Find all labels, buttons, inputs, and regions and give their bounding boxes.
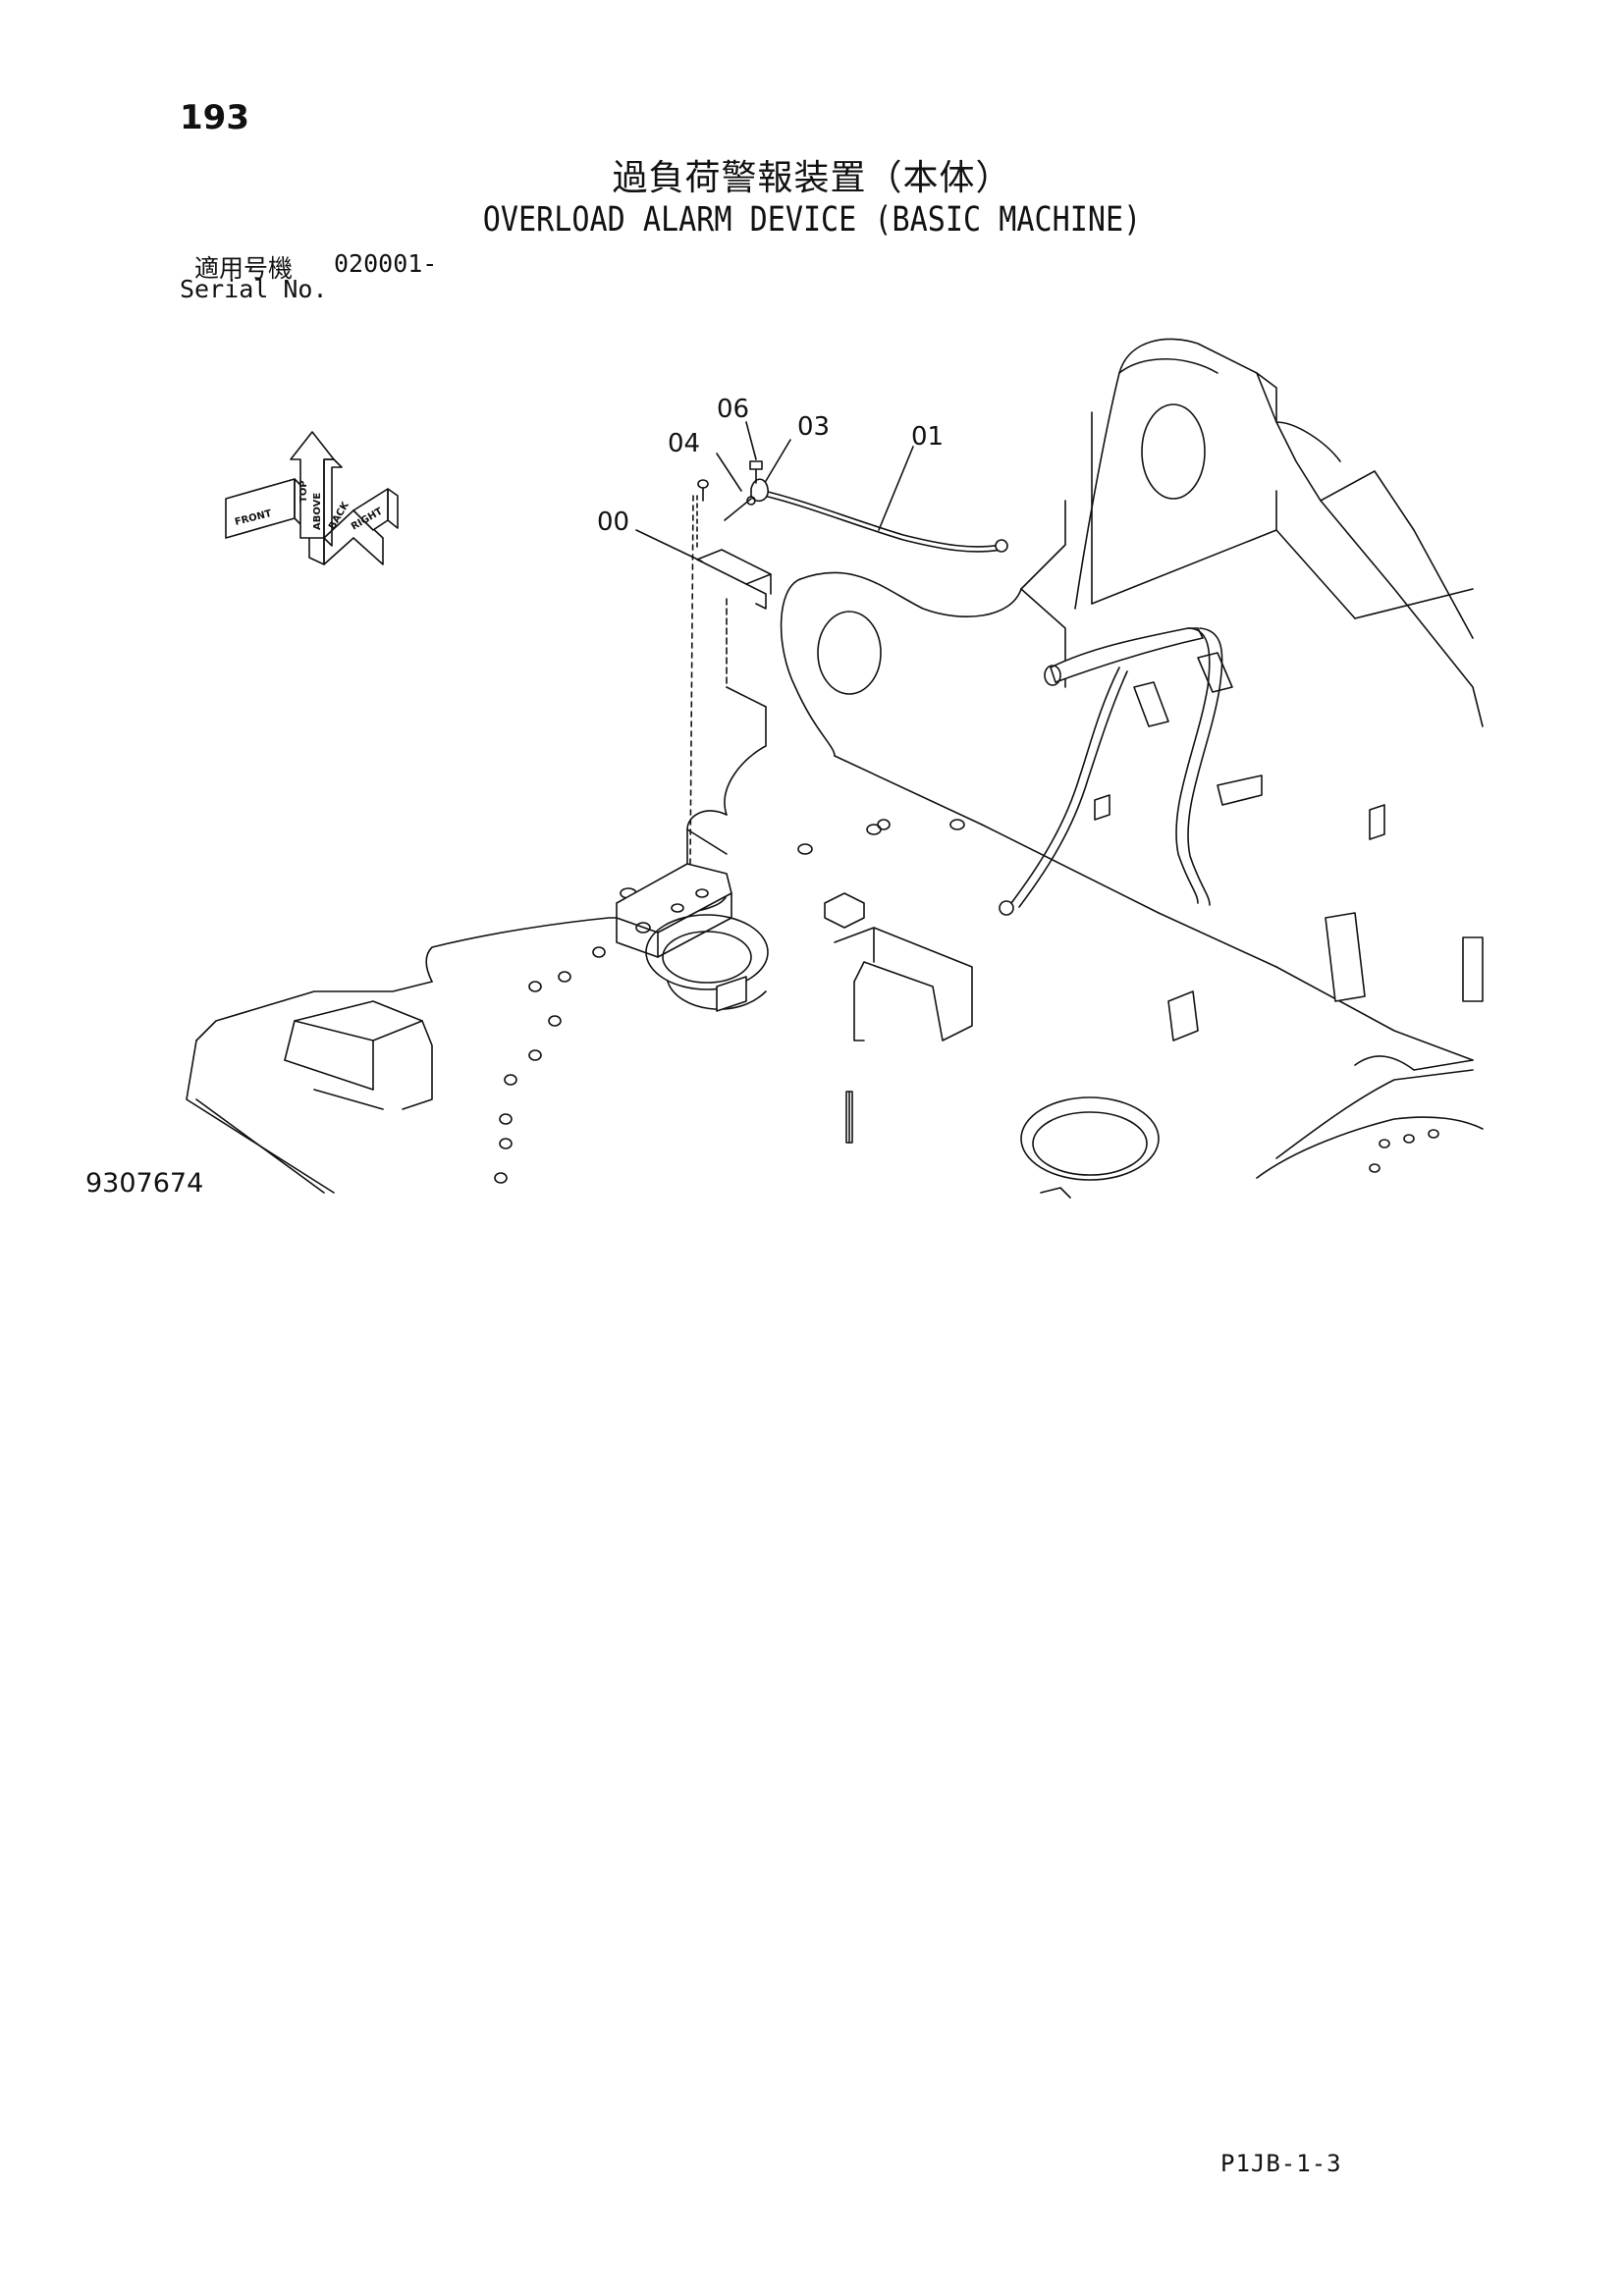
machine-frame-drawing: [186, 338, 1484, 1199]
callout-03: 03: [797, 412, 830, 442]
serial-label-japanese: 適用号機: [194, 254, 294, 283]
serial-value: 020001-: [334, 249, 438, 278]
part-04-pin: [724, 496, 756, 521]
page-title-english: OVERLOAD ALARM DEVICE (BASIC MACHINE): [482, 200, 1142, 240]
callout-04: 04: [668, 429, 700, 458]
leader-lines: [635, 421, 914, 562]
deck-holes: [494, 819, 965, 1184]
part-00-bracket: [696, 549, 772, 610]
page-code: P1JB-1-3: [1220, 2150, 1342, 2177]
callout-00: 00: [597, 507, 629, 537]
part-06-bolt: [749, 460, 763, 484]
callout-01: 01: [911, 422, 944, 452]
wire-harness: [999, 627, 1223, 916]
serial-label-english: Serial No.: [180, 275, 328, 303]
part-bolt-left: [697, 479, 709, 502]
callout-06: 06: [717, 395, 749, 424]
part-01-cable: [763, 490, 1008, 553]
orientation-above-label: ABOVE: [312, 493, 323, 530]
page-number: 193: [180, 98, 249, 137]
orientation-arrow-icon: FRONT TOP ABOVE BACK RIGHT: [225, 431, 399, 565]
assembly-reference-line: [689, 495, 694, 865]
drawing-number: 9307674: [85, 1168, 204, 1199]
orientation-top-label: TOP: [298, 480, 309, 503]
page-title-japanese: 過負荷警報装置（本体）: [612, 158, 1012, 198]
